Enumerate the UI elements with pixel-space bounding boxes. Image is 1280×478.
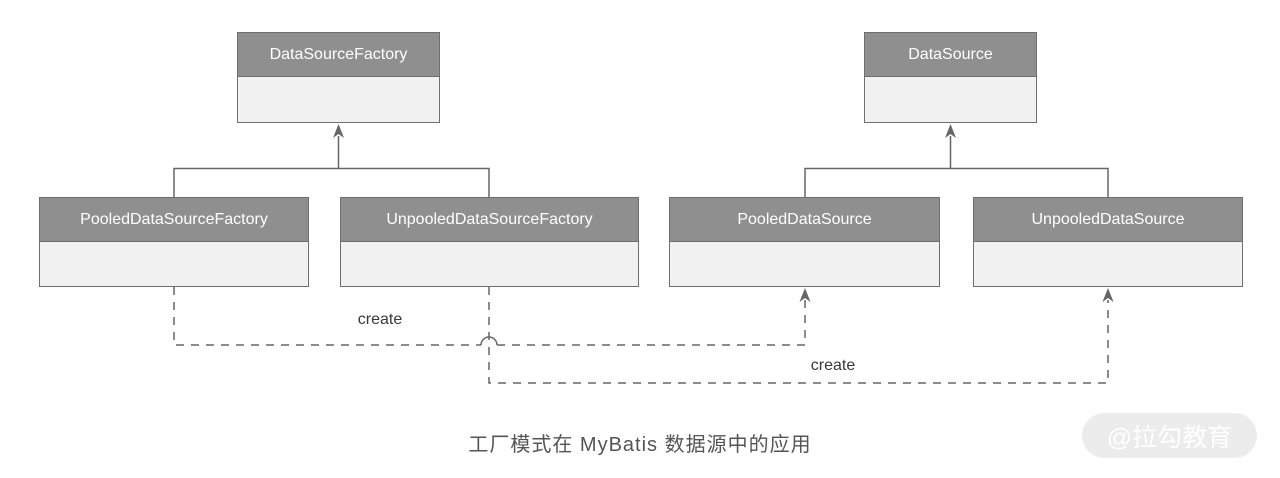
class-title-unpooleddatasource: UnpooledDataSource [974, 198, 1242, 242]
arrowhead-to-datasourcefactory [333, 124, 344, 138]
class-box-datasource: DataSource [864, 32, 1037, 123]
arrowhead-to-datasource [945, 124, 956, 138]
class-box-unpooleddatasourcefactory: UnpooledDataSourceFactory [340, 197, 639, 287]
create-edge-label-unpooled: create [773, 357, 893, 375]
watermark-badge: @拉勾教育 [1082, 413, 1257, 458]
inheritance-connector-datasources [804, 136, 1109, 197]
class-title-datasource: DataSource [865, 33, 1036, 77]
arrowhead-to-pooleddatasource [799, 288, 811, 302]
class-title-datasourcefactory: DataSourceFactory [238, 33, 439, 77]
class-box-pooleddatasource: PooledDataSource [669, 197, 940, 287]
class-body-unpooleddatasource [974, 242, 1242, 286]
class-title-unpooleddatasourcefactory: UnpooledDataSourceFactory [341, 198, 638, 242]
class-body-datasourcefactory [238, 77, 439, 122]
create-edge-unpooled [488, 287, 1109, 384]
arrowhead-to-unpooleddatasource [1102, 288, 1114, 302]
class-body-datasource [865, 77, 1036, 122]
class-body-unpooleddatasourcefactory [341, 242, 638, 286]
create-edge-label-pooled: create [320, 311, 440, 329]
diagram-caption: 工厂模式在 MyBatis 数据源中的应用 [468, 434, 812, 456]
class-box-unpooleddatasource: UnpooledDataSource [973, 197, 1243, 287]
class-box-datasourcefactory: DataSourceFactory [237, 32, 440, 123]
inheritance-connector-factories [173, 136, 490, 197]
create-edge-pooled [173, 287, 806, 346]
class-body-pooleddatasource [670, 242, 939, 286]
class-box-pooleddatasourcefactory: PooledDataSourceFactory [39, 197, 309, 287]
class-body-pooleddatasourcefactory [40, 242, 308, 286]
class-title-pooleddatasource: PooledDataSource [670, 198, 939, 242]
class-title-pooleddatasourcefactory: PooledDataSourceFactory [40, 198, 308, 242]
